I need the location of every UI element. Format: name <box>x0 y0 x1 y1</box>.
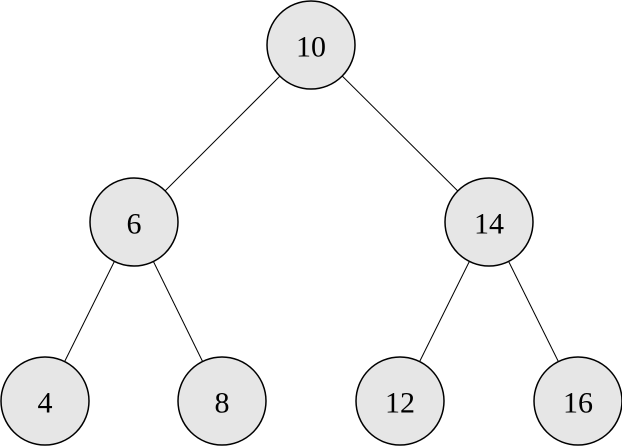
node-circle <box>266 0 356 90</box>
edge-n14-n12 <box>419 261 470 362</box>
tree-node-14: 14 <box>444 177 534 267</box>
node-label: 14 <box>474 208 504 241</box>
node-label: 4 <box>38 387 53 420</box>
edge-n14-n16 <box>508 261 559 362</box>
node-circle <box>444 177 534 267</box>
tree-node-16: 16 <box>533 356 622 446</box>
tree-node-12: 12 <box>355 356 445 446</box>
node-circle <box>89 177 179 267</box>
tree-node-6: 6 <box>89 177 179 267</box>
tree-edges <box>64 75 559 362</box>
node-label: 6 <box>127 208 142 241</box>
tree-node-4: 4 <box>0 356 90 446</box>
edge-n6-n4 <box>64 261 115 362</box>
edge-n6-n8 <box>152 261 204 362</box>
tree-node-10: 10 <box>266 0 356 90</box>
tree-node-8: 8 <box>177 356 267 446</box>
node-circle <box>0 356 90 446</box>
edge-n10-n14 <box>341 75 459 192</box>
node-circle <box>177 356 267 446</box>
node-label: 12 <box>385 387 415 420</box>
node-label: 10 <box>296 31 326 64</box>
node-circle <box>533 356 622 446</box>
node-circle <box>355 356 445 446</box>
node-label: 16 <box>563 387 593 420</box>
node-label: 8 <box>215 387 230 420</box>
edge-n10-n6 <box>164 75 281 192</box>
